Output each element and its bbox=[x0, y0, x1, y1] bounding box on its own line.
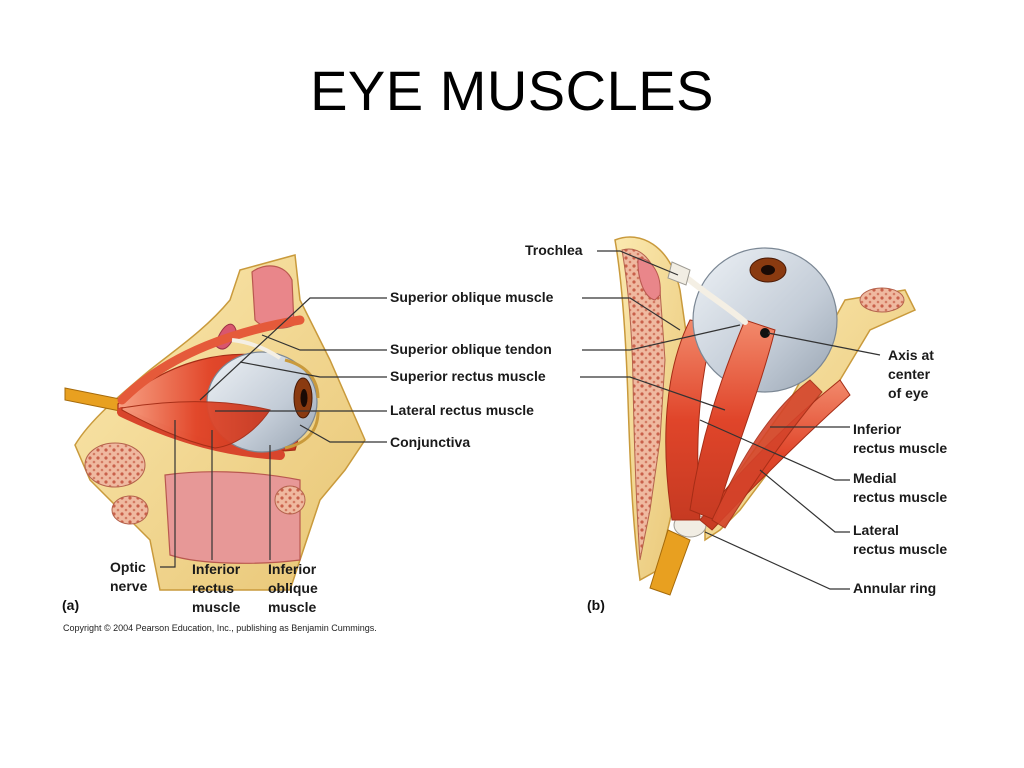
label-axis-at-center-of-eye: Axis at center of eye bbox=[888, 347, 934, 401]
label-superior-oblique-muscle: Superior oblique muscle bbox=[390, 289, 554, 305]
maxillary-sinus-a bbox=[164, 471, 301, 564]
eyeball-b bbox=[692, 247, 838, 393]
superior-oblique-tendon-a bbox=[231, 338, 282, 360]
leader-axis bbox=[767, 332, 881, 356]
leader-medial-rectus-b bbox=[699, 419, 850, 481]
panel-a-illustration bbox=[64, 254, 366, 591]
leader-annular-ring bbox=[704, 531, 850, 590]
pupil-b bbox=[761, 265, 775, 275]
label-superior-oblique-tendon: Superior oblique tendon bbox=[390, 341, 552, 357]
label-conjunctiva: Conjunctiva bbox=[390, 434, 471, 450]
trochlea-b bbox=[667, 261, 691, 286]
label-medial-rectus-muscle: Medial rectus muscle bbox=[853, 470, 948, 505]
panel-b-illustration bbox=[614, 236, 917, 596]
leader-superior-oblique-muscle bbox=[199, 297, 387, 401]
copyright-notice: Copyright © 2004 Pearson Education, Inc.… bbox=[63, 623, 377, 633]
bone-marrow-a3 bbox=[274, 485, 306, 515]
label-lateral-rectus-muscle-b: Lateral rectus muscle bbox=[853, 522, 948, 557]
leader-superior-rectus-b bbox=[580, 376, 726, 411]
leader-lines bbox=[160, 250, 881, 590]
label-optic-nerve: Optic nerve bbox=[110, 559, 148, 594]
leader-lateral-rectus-b bbox=[759, 469, 850, 533]
optic-nerve-b bbox=[649, 529, 691, 596]
label-lateral-rectus-muscle: Lateral rectus muscle bbox=[390, 402, 534, 418]
eyelid-lower-a bbox=[284, 411, 320, 450]
label-trochlea: Trochlea bbox=[525, 242, 583, 258]
superior-oblique-band-a bbox=[117, 315, 305, 405]
label-inferior-oblique-muscle: Inferior oblique muscle bbox=[268, 561, 318, 615]
orbit-marrow-b2 bbox=[859, 287, 905, 313]
panel-a-tag: (a) bbox=[62, 597, 80, 613]
page-title: EYE MUSCLES bbox=[310, 59, 714, 122]
label-superior-rectus-muscle: Superior rectus muscle bbox=[390, 368, 546, 384]
eye-axis-point-b bbox=[760, 328, 770, 338]
eyelid-upper-a bbox=[284, 358, 320, 399]
label-inferior-rectus-muscle-a: Inferior rectus muscle bbox=[192, 561, 241, 615]
bone-marrow-a2 bbox=[111, 495, 149, 525]
bone-marrow-a1 bbox=[84, 442, 146, 488]
label-annular-ring: Annular ring bbox=[853, 580, 937, 596]
panel-b-tag: (b) bbox=[587, 597, 605, 613]
optic-nerve-a bbox=[64, 387, 126, 413]
leader-superior-rectus-muscle bbox=[239, 361, 387, 378]
leader-superior-oblique-tendon-b bbox=[582, 324, 741, 351]
superior-rectus-b bbox=[689, 319, 776, 521]
inferior-rectus-b bbox=[711, 379, 823, 529]
leader-conjunctiva bbox=[299, 424, 387, 443]
lateral-rectus-a bbox=[121, 401, 271, 449]
leader-optic-nerve bbox=[160, 420, 176, 568]
leader-superior-oblique-tendon bbox=[261, 334, 387, 351]
leader-trochlea bbox=[597, 250, 679, 276]
pupil-a bbox=[300, 389, 308, 407]
label-inferior-rectus-muscle-b: Inferior rectus muscle bbox=[853, 421, 948, 456]
leader-superior-oblique-muscle-b bbox=[582, 297, 681, 331]
